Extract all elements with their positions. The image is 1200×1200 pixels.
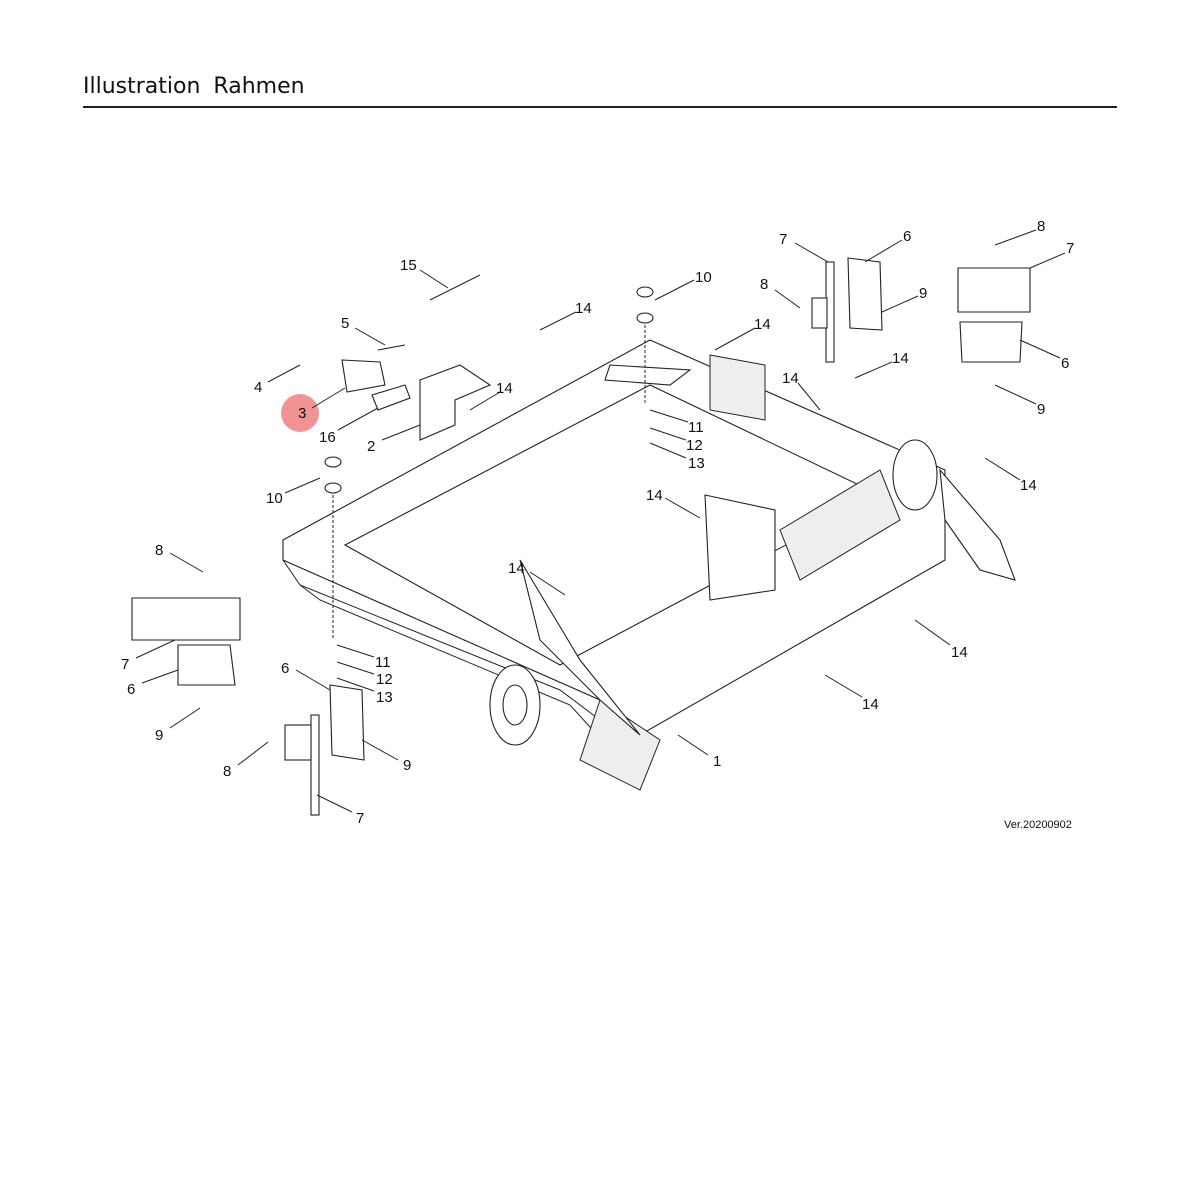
- leader-line: [354, 327, 386, 346]
- callout-15[interactable]: 15: [400, 257, 417, 274]
- leader-line: [649, 427, 687, 441]
- leader-lines: [135, 229, 1066, 813]
- leader-line: [169, 707, 201, 729]
- leader-line: [1019, 339, 1061, 359]
- callout-14[interactable]: 14: [754, 316, 771, 333]
- small-parts: [131, 257, 1031, 816]
- leader-line: [295, 669, 331, 691]
- leader-line: [316, 794, 353, 813]
- callout-16[interactable]: 16: [319, 429, 336, 446]
- callout-6[interactable]: 6: [281, 660, 289, 677]
- callout-14[interactable]: 14: [782, 370, 799, 387]
- leader-line: [994, 229, 1037, 246]
- leader-line: [336, 677, 375, 692]
- leader-line: [984, 457, 1021, 481]
- leader-line: [774, 289, 801, 309]
- leader-line: [864, 239, 903, 263]
- callout-11[interactable]: 11: [375, 654, 391, 671]
- callout-4[interactable]: 4: [254, 379, 262, 396]
- callout-8[interactable]: 8: [155, 542, 163, 559]
- callout-14[interactable]: 14: [508, 560, 525, 577]
- callout-8[interactable]: 8: [223, 763, 231, 780]
- callout-6[interactable]: 6: [903, 228, 911, 245]
- leader-line: [267, 364, 301, 383]
- leader-line: [169, 552, 204, 573]
- callout-7[interactable]: 7: [121, 656, 129, 673]
- leader-line: [994, 384, 1037, 405]
- callout-5[interactable]: 5: [341, 315, 349, 332]
- callout-9[interactable]: 9: [155, 727, 163, 744]
- version-label: Ver.20200902: [1004, 819, 1072, 831]
- leader-line: [336, 661, 375, 675]
- leader-line: [1029, 252, 1066, 269]
- page-title: Illustration Rahmen: [83, 74, 305, 99]
- callout-14[interactable]: 14: [575, 300, 592, 317]
- callout-6[interactable]: 6: [1061, 355, 1069, 372]
- callout-12[interactable]: 12: [376, 671, 393, 688]
- callout-13[interactable]: 13: [376, 689, 393, 706]
- leader-line: [677, 734, 709, 756]
- leader-line: [529, 571, 566, 596]
- callout-14[interactable]: 14: [862, 696, 879, 713]
- callout-13[interactable]: 13: [688, 455, 705, 472]
- callout-14[interactable]: 14: [951, 644, 968, 661]
- leader-line: [237, 741, 269, 766]
- leader-line: [311, 387, 346, 409]
- frame-drawing: [282, 339, 1016, 791]
- callout-14[interactable]: 14: [1020, 477, 1037, 494]
- leader-line: [469, 391, 501, 411]
- callout-8[interactable]: 8: [760, 276, 768, 293]
- leader-line: [881, 295, 919, 313]
- callout-10[interactable]: 10: [695, 269, 712, 286]
- leader-line: [714, 327, 756, 351]
- leader-line: [381, 424, 421, 441]
- leader-line: [654, 279, 695, 301]
- callout-2[interactable]: 2: [367, 438, 375, 455]
- leader-line: [649, 409, 689, 423]
- leader-line: [135, 639, 176, 659]
- callout-7[interactable]: 7: [779, 231, 787, 248]
- callout-7[interactable]: 7: [1066, 240, 1074, 257]
- leader-line: [361, 739, 399, 761]
- callout-3[interactable]: 3: [298, 405, 306, 422]
- leader-line: [794, 242, 829, 263]
- leader-line: [284, 477, 321, 494]
- leader-line: [337, 407, 379, 431]
- callout-14[interactable]: 14: [496, 380, 513, 397]
- leader-line: [914, 619, 951, 646]
- callout-9[interactable]: 9: [919, 285, 927, 302]
- callout-9[interactable]: 9: [1037, 401, 1045, 418]
- callout-12[interactable]: 12: [686, 437, 703, 454]
- leader-line: [797, 382, 821, 411]
- title-divider: [83, 106, 1117, 108]
- callout-1[interactable]: 1: [713, 753, 721, 770]
- callout-14[interactable]: 14: [646, 487, 663, 504]
- leader-line: [141, 669, 179, 684]
- leader-line: [336, 644, 375, 658]
- leader-line: [539, 311, 577, 331]
- leader-line: [664, 497, 701, 519]
- leader-line: [854, 361, 893, 379]
- callout-9[interactable]: 9: [403, 757, 411, 774]
- callout-6[interactable]: 6: [127, 681, 135, 698]
- callout-10[interactable]: 10: [266, 490, 283, 507]
- highlight-marker: [281, 394, 319, 432]
- callout-14[interactable]: 14: [892, 350, 909, 367]
- leader-line: [824, 674, 863, 698]
- leader-line: [649, 442, 687, 459]
- callout-11[interactable]: 11: [688, 419, 704, 436]
- callout-7[interactable]: 7: [356, 810, 364, 827]
- callout-8[interactable]: 8: [1037, 218, 1045, 235]
- leader-line: [419, 269, 449, 289]
